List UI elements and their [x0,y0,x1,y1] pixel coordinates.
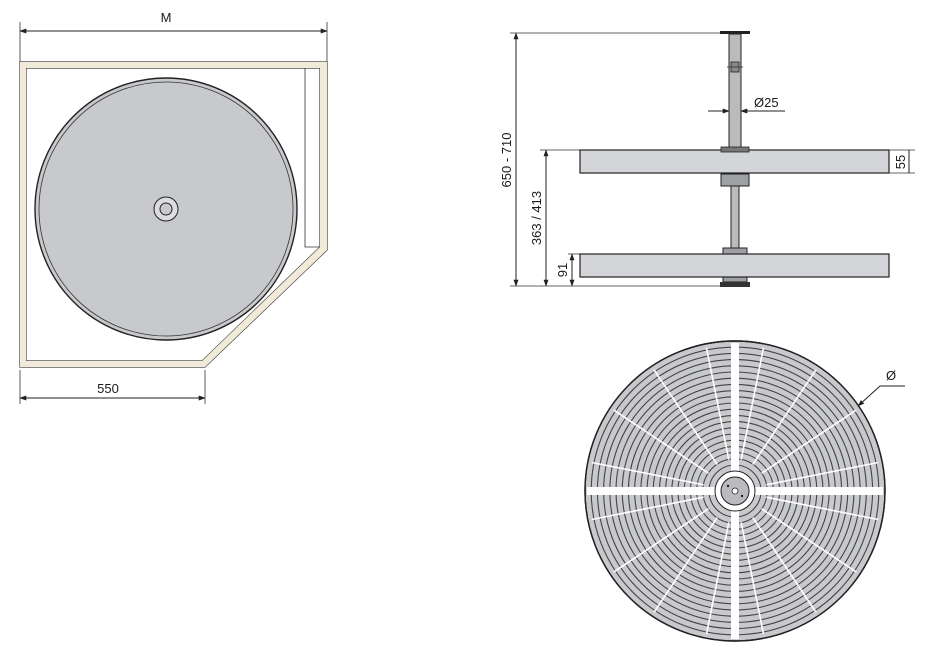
tray-segment-gap [752,517,817,613]
shelf-upper [579,149,890,174]
side-view: 650 - 710 363 / 413 91 Ø25 55 [499,31,915,287]
tray-hub-inner [159,202,173,216]
tray-segment-gap [761,409,857,474]
tray-segment-gap [740,522,765,635]
tray-segment-gap [752,369,817,465]
dim-tray-leader [857,385,881,407]
shelf-lower [579,253,890,278]
cabinet-inner-wall [304,68,320,248]
tray-segment-gap [613,409,709,474]
tray-segment-gap [705,522,730,635]
tray-segment-gap [761,508,857,573]
tray-top-view-rim [38,81,294,337]
tray-segment-gap [766,496,879,521]
dim-tray-label: Ø [886,368,896,383]
dim-550-label: 550 [97,381,119,396]
pole-top-cap [720,31,750,34]
tray-segment-gap [653,517,718,613]
dim-overall-height-label: 650 - 710 [499,133,514,188]
tray-plan-hub-hole [731,487,739,495]
pole-collar-upper [720,173,750,187]
dim-m-label: M [161,10,172,25]
tray-plan-view: Ø [584,340,905,642]
tray-segment-gap [766,461,879,486]
tray-segment-gap [613,508,709,573]
tray-segment-gap [705,347,730,460]
pole-upper [728,33,742,151]
pole-foot [720,282,750,287]
tray-segment-gap [740,347,765,460]
tray-plan-hub-dot-1 [726,484,730,488]
dim-shelf-spacing-label: 363 / 413 [529,191,544,245]
tray-plan-hub-dot-2 [740,494,744,498]
shelf-upper-hub [720,146,750,153]
tray-plan-outline [584,340,886,642]
tray-segment-gap [591,461,704,486]
dim-pole-label: Ø25 [754,95,779,110]
tray-segment-gap [591,496,704,521]
dim-55-label: 55 [893,155,908,169]
dim-91-label: 91 [555,263,570,277]
tray-segment-gap [653,369,718,465]
top-view: M 550 [19,10,328,404]
